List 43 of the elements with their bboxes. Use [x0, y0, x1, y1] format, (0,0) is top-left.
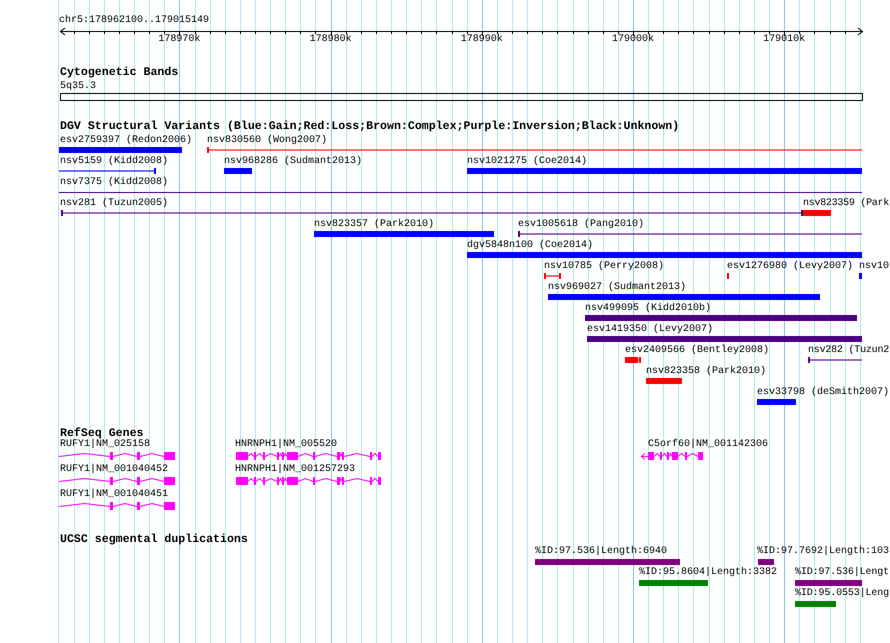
- variant-label: nsv823358 (Park2010): [646, 366, 766, 376]
- variant-label: esv33798 (deSmith2007): [757, 388, 890, 398]
- variant-label: nsv5159 (Kidd2008): [60, 156, 168, 166]
- duplication-label: %ID:95.8604|Length:3382: [639, 568, 778, 578]
- variant-label: nsv282 (Tuzun2: [808, 346, 890, 356]
- track-title: Cytogenetic Bands: [60, 67, 178, 79]
- variant-label: nsv830560 (Wong2007): [207, 136, 328, 146]
- variant-label: esv2409566 (Bentley2008): [625, 346, 770, 356]
- duplication-label: %ID:97.7692|Length:103: [757, 547, 890, 557]
- variant-label: nsv10785 (Perry2008): [544, 262, 664, 272]
- duplication-label: %ID:95.0553|Leng: [795, 589, 890, 599]
- variant-label: nsv1021275 (Coe2014): [467, 156, 588, 166]
- track-title: RefSeq Genes: [60, 428, 144, 440]
- transcript-label: RUFY1|NM_001040451: [60, 490, 168, 500]
- variant-label: nsv823357 (Park2010): [314, 220, 434, 230]
- transcript-label: RUFY1|NM_025158: [60, 440, 150, 450]
- tick-label: 179000k: [612, 34, 654, 44]
- transcript-label: C5orf60|NM_001142306: [648, 440, 768, 450]
- tick-label: 178980k: [310, 34, 352, 44]
- transcript-label: HNRNPH1|NM_005520: [235, 440, 338, 450]
- transcript-label: HNRNPH1|NM_001257293: [235, 465, 356, 475]
- band-label: 5q35.3: [60, 82, 96, 92]
- tick-label: 178990k: [460, 34, 503, 44]
- variant-label: nsv823359 (Park: [803, 198, 890, 208]
- variant-label: nsv968286 (Sudmant2013): [224, 156, 362, 166]
- transcript-label: RUFY1|NM_001040452: [60, 465, 168, 475]
- variant-label: dgv5848n100 (Coe2014): [467, 240, 594, 250]
- track-title: DGV Structural Variants (Blue:Gain;Red:Loss;Brown:Complex;Purple:Inversion;Black:Unknown): [60, 121, 680, 133]
- variant-label: nsv969027 (Sudmant2013): [548, 282, 686, 292]
- variant-label: esv1005618 (Pang2010): [518, 220, 644, 230]
- variant-label: nsv7375 (Kidd2008): [60, 178, 168, 188]
- variant-label: nsv499095 (Kidd2010b): [585, 304, 712, 314]
- tick-label: 178970k: [158, 34, 200, 44]
- tick-label: 179010k: [763, 34, 806, 44]
- duplication-label: %ID:97.536|Length:6940: [535, 547, 668, 557]
- duplication-label: %ID:97.536|Lengt: [795, 568, 890, 578]
- variant-label: esv2759397 (Redon2006): [60, 136, 192, 146]
- variant-label: esv1419350 (Levy2007): [587, 324, 714, 334]
- variant-label: esv1276980 (Levy2007): [727, 262, 854, 272]
- track-title: UCSC segmental duplications: [60, 534, 248, 546]
- variant-label: nsv281 (Tuzun2005): [60, 198, 168, 208]
- variant-label: nsv10: [859, 262, 890, 272]
- region-coordinates: chr5:178962100..179015149: [59, 16, 210, 26]
